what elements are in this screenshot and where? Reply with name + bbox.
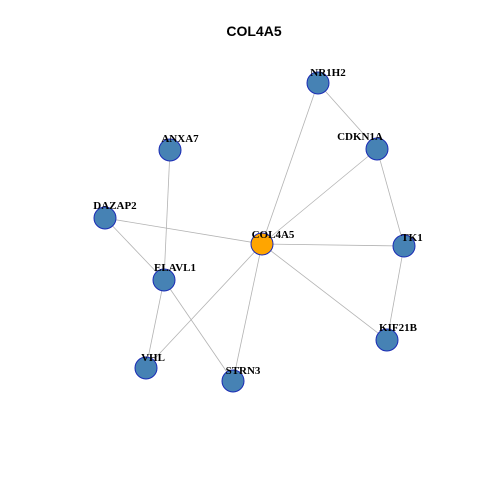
node-label-elavl1: ELAVL1 [154, 262, 196, 274]
node-label-dazap2: DAZAP2 [93, 200, 137, 212]
edge-cdkn1a-tk1 [376, 148, 405, 247]
node-tk1 [392, 234, 416, 258]
edge-elavl1-vhl [145, 279, 165, 369]
node-elavl1 [152, 268, 176, 292]
edge-dazap2-elavl1 [104, 217, 165, 281]
node-label-vhl: VHL [141, 352, 165, 364]
edges-layer [104, 82, 405, 382]
node-kif21b [375, 328, 399, 352]
node-label-anxa7: ANXA7 [161, 133, 199, 145]
node-label-cdkn1a: CDKN1A [337, 131, 383, 143]
edge-elavl1-strn3 [163, 279, 234, 382]
node-label-kif21b: KIF21B [379, 322, 418, 334]
node-label-tk1: TK1 [401, 232, 422, 244]
node-col4a5 [250, 232, 274, 256]
node-label-nr1h2: NR1H2 [310, 67, 346, 79]
edge-nr1h2-cdkn1a [317, 82, 378, 150]
nodes-layer [93, 71, 416, 393]
edge-anxa7-elavl1 [163, 149, 171, 281]
node-anxa7 [158, 138, 182, 162]
graph-title: COL4A5 [226, 23, 281, 39]
node-strn3 [221, 369, 245, 393]
node-label-col4a5: COL4A5 [252, 229, 295, 241]
edge-col4a5-strn3 [232, 243, 263, 382]
edge-col4a5-kif21b [261, 243, 388, 341]
node-vhl [134, 356, 158, 380]
edge-tk1-kif21b [386, 245, 405, 341]
edge-col4a5-tk1 [261, 243, 405, 247]
node-cdkn1a [365, 137, 389, 161]
edge-col4a5-dazap2 [104, 217, 263, 245]
edge-col4a5-vhl [145, 243, 263, 369]
node-nr1h2 [306, 71, 330, 95]
edge-col4a5-nr1h2 [261, 82, 319, 245]
node-label-strn3: STRN3 [226, 365, 261, 377]
node-dazap2 [93, 206, 117, 230]
edge-col4a5-cdkn1a [261, 148, 378, 245]
